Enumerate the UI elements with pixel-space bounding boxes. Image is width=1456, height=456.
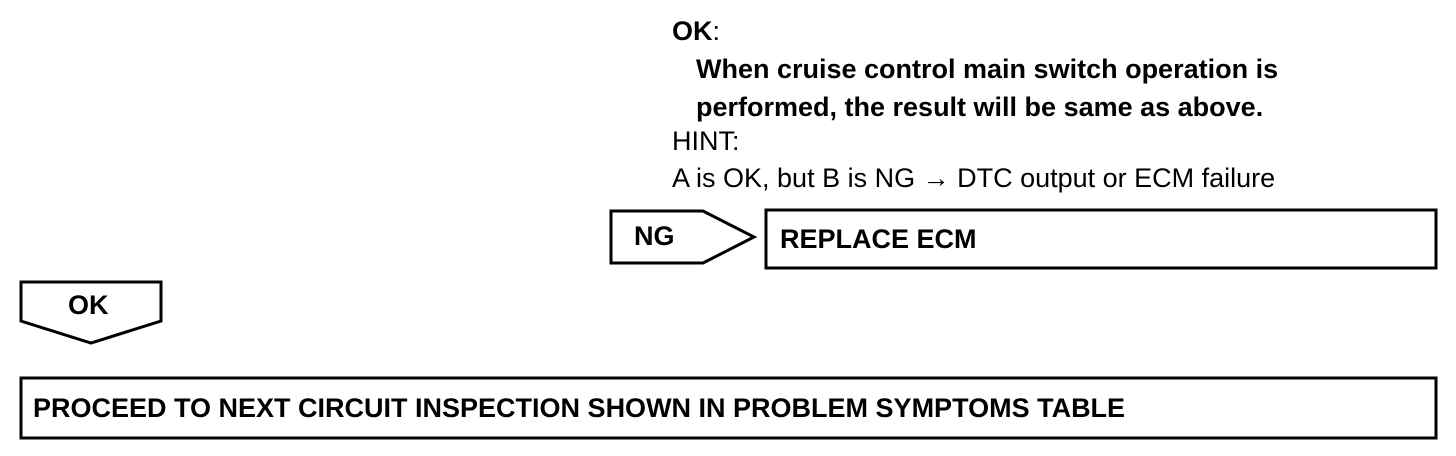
ok-heading-colon: : (712, 16, 721, 46)
ok-label: OK (68, 290, 109, 320)
ng-label: NG (634, 221, 675, 251)
ok-heading-label: OK (672, 16, 713, 46)
proceed-label: PROCEED TO NEXT CIRCUIT INSPECTION SHOWN… (33, 393, 1126, 423)
ok-condition-line-1: When cruise control main switch operatio… (696, 54, 1279, 84)
replace-ecm-label: REPLACE ECM (780, 224, 977, 254)
replace-ecm-box (764, 208, 1438, 270)
hint-text: A is OK, but B is NG → DTC output or ECM… (672, 163, 1276, 193)
ok-heading: OK: (672, 14, 720, 48)
ok-arrow-shape (19, 280, 163, 345)
proceed-box (19, 376, 1438, 440)
ng-arrow-shape (609, 209, 758, 265)
hint-label: HINT: (672, 126, 740, 156)
ok-condition-line-2: performed, the result will be same as ab… (696, 92, 1264, 122)
